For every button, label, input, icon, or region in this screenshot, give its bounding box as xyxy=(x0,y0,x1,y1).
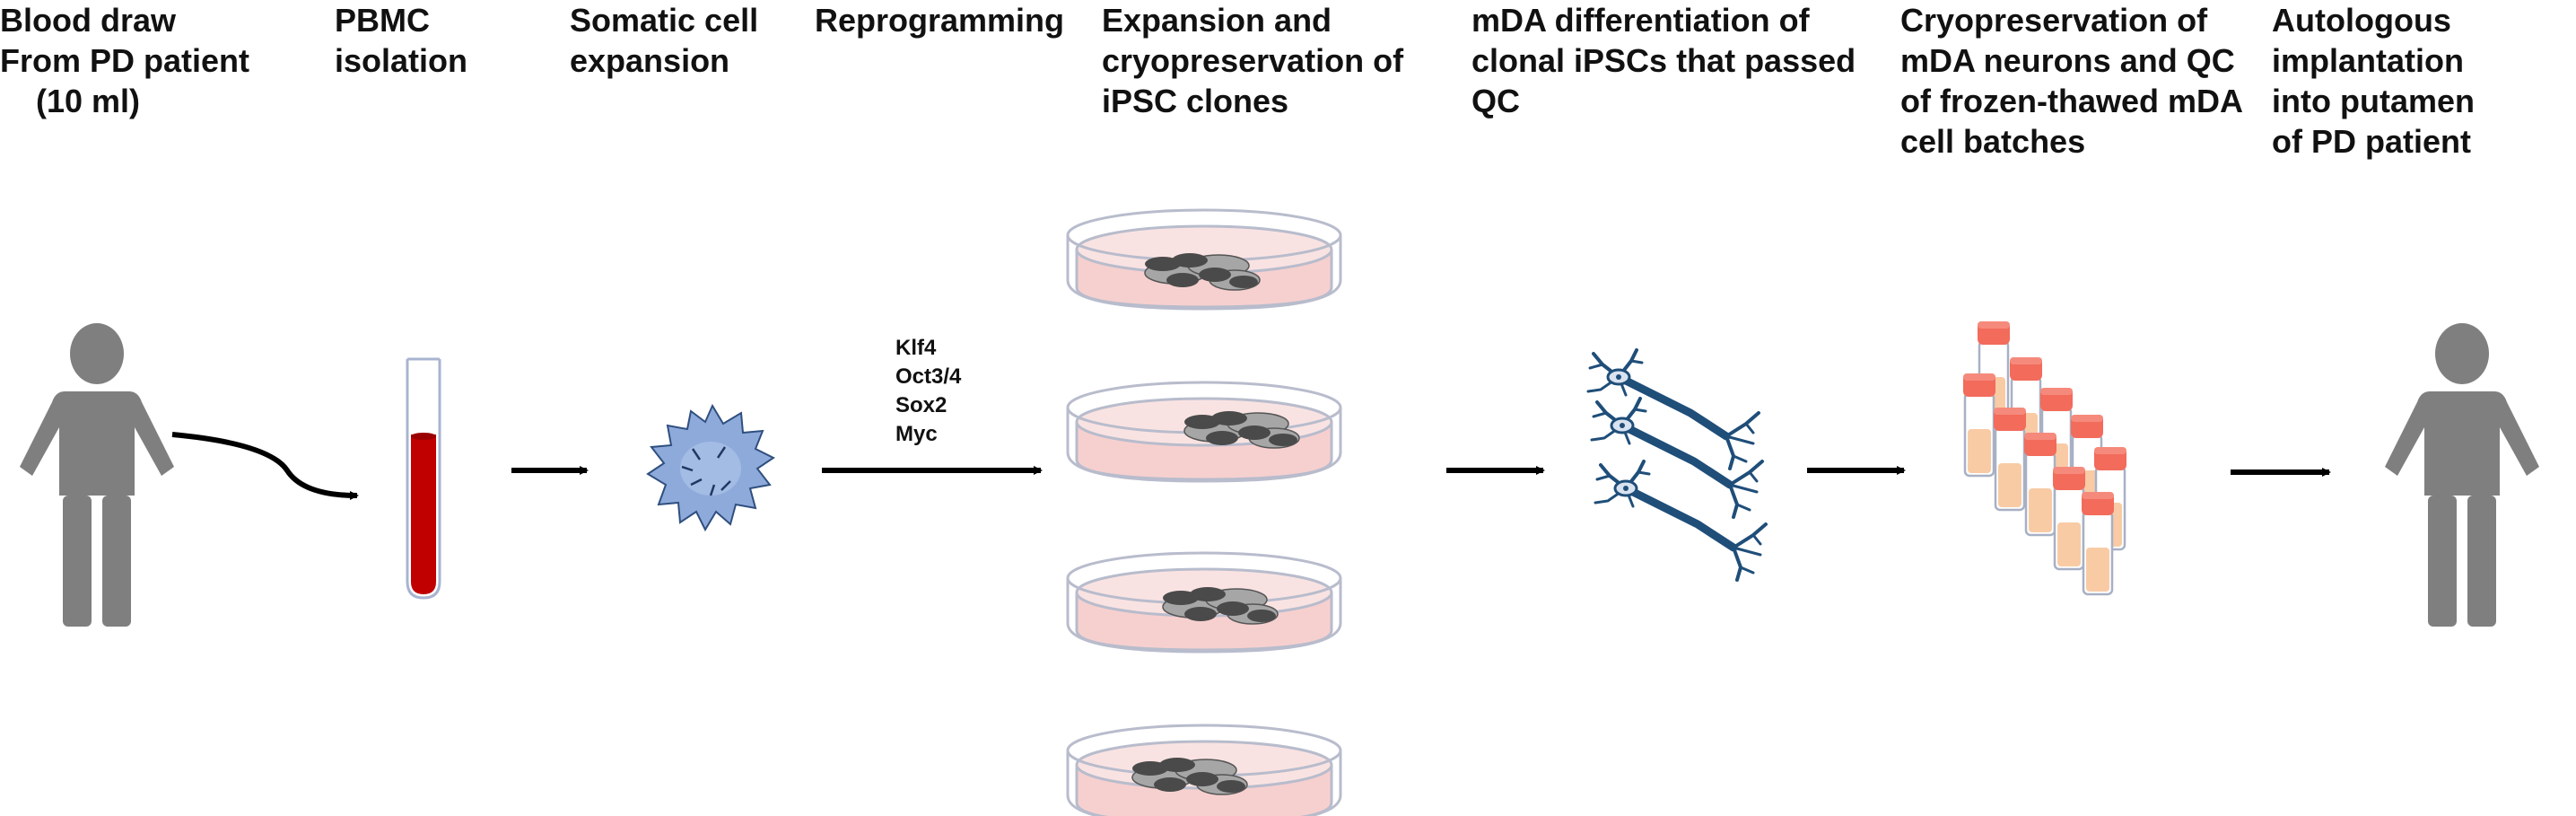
patient-figure-icon xyxy=(2385,323,2539,627)
cryovial-icon xyxy=(1992,406,2028,512)
factor-myc: Myc xyxy=(895,422,938,446)
blood-tube-icon xyxy=(406,357,441,600)
step-label-reprogramming: Reprogramming xyxy=(815,2,1065,39)
cryovial-icon xyxy=(2080,490,2116,596)
reprogramming-factor-list: Klf4 Oct3/4 Sox2 Myc xyxy=(895,334,961,449)
arrow-blood-draw xyxy=(171,432,359,500)
factor-oct34: Oct3/4 xyxy=(895,364,962,389)
cryovial-icon xyxy=(2022,431,2058,537)
somatic-cell-icon xyxy=(646,403,775,532)
factor-sox2: Sox2 xyxy=(895,393,947,417)
cryovial-icon xyxy=(2051,465,2087,571)
cryovial-icon xyxy=(1961,372,1997,478)
patient-figure-icon xyxy=(20,323,174,627)
factor-klf4: Klf4 xyxy=(895,336,937,360)
